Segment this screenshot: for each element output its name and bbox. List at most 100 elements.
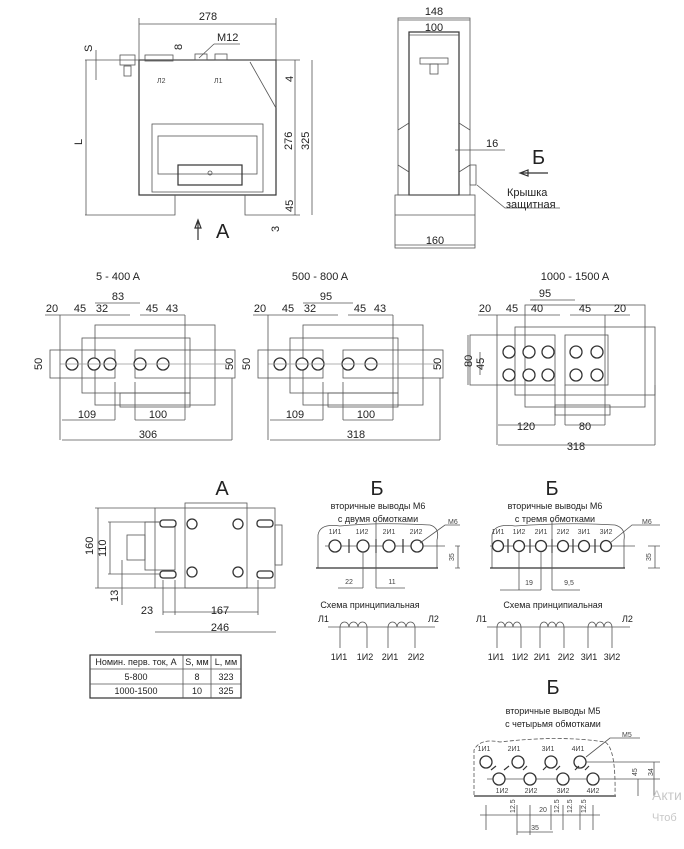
terminal-label: 1И1 bbox=[329, 529, 342, 536]
caption: с тремя обмотками bbox=[515, 514, 595, 524]
dim-35: 35 bbox=[646, 553, 653, 561]
dim-11: 11 bbox=[388, 579, 395, 586]
view-title: Б bbox=[546, 677, 559, 699]
terminal-label: 3И1 bbox=[578, 529, 591, 536]
dim: 80 bbox=[463, 355, 475, 367]
dim-23: 23 bbox=[141, 605, 153, 617]
dim: 45 bbox=[146, 303, 158, 315]
scheme-terminal: 1И2 bbox=[357, 652, 373, 662]
scheme-terminal: 1И1 bbox=[488, 652, 504, 662]
scheme-terminal: 2И2 bbox=[558, 652, 574, 662]
dim: 20 bbox=[254, 303, 266, 315]
dim-160: 160 bbox=[426, 235, 444, 247]
caption: вторичные выводы М6 bbox=[331, 501, 426, 511]
dim-4: 4 bbox=[284, 76, 296, 82]
dim: 45 bbox=[475, 358, 487, 370]
thread-label: М6 bbox=[448, 519, 458, 526]
dim-100: 100 bbox=[425, 22, 443, 34]
terminal-label: 2И1 bbox=[535, 529, 548, 536]
caption: вторичные выводы М5 bbox=[506, 706, 601, 716]
dim: 45 bbox=[579, 303, 591, 315]
dim: 109 bbox=[78, 409, 96, 421]
view-b-two-windings: Б вторичные выводы М6 с двумя обмотками … bbox=[316, 478, 460, 662]
dim-167: 167 bbox=[211, 605, 229, 617]
scheme-l2: Л2 bbox=[622, 614, 633, 624]
scheme-terminal: 1И2 bbox=[512, 652, 528, 662]
pitch-dim: 12.5 bbox=[581, 799, 588, 813]
dim-8: 8 bbox=[173, 44, 185, 50]
front-view: 278 S 8 M12 4 276 325 45 3 L Л2 Л1 A bbox=[73, 11, 313, 243]
dim: 120 bbox=[517, 421, 535, 433]
table-cell: 1000-1500 bbox=[114, 686, 157, 696]
dim-325: 325 bbox=[300, 132, 312, 150]
dim: 50 bbox=[432, 358, 444, 370]
thread-label: М5 bbox=[622, 732, 632, 739]
dim: 318 bbox=[347, 429, 365, 441]
caption: с четырьмя обмотками bbox=[505, 719, 601, 729]
dim: 306 bbox=[139, 429, 157, 441]
current-table: Номин. перв. ток, А S, мм L, мм 5-800 8 … bbox=[89, 654, 242, 699]
dim: 32 bbox=[96, 303, 108, 315]
arrow-up-icon bbox=[194, 218, 202, 240]
view-b-three-windings: Б вторичные выводы М6 с тремя обмотками … bbox=[476, 478, 660, 662]
terminal-label: 2И2 bbox=[525, 788, 538, 795]
dim: 318 bbox=[567, 441, 585, 453]
dim: 83 bbox=[112, 291, 124, 303]
scheme-title: Схема принципиальная bbox=[320, 600, 419, 610]
dim-34: 34 bbox=[648, 768, 655, 776]
dim-16: 16 bbox=[486, 138, 498, 150]
table-cell: 8 bbox=[194, 672, 199, 682]
terminal-label: 2И2 bbox=[410, 529, 423, 536]
bolt-icon bbox=[119, 54, 136, 66]
view-title: Б bbox=[545, 478, 558, 500]
dim: 20 bbox=[479, 303, 491, 315]
top-view-1000-1500: 1000 - 1500 A 95 20 45 40 45 20 80 45 12… bbox=[463, 271, 656, 453]
terminal-label: 1И2 bbox=[513, 529, 526, 536]
terminal-label: 1И2 bbox=[496, 788, 509, 795]
dim-35: 35 bbox=[449, 553, 456, 561]
dim: 45 bbox=[74, 303, 86, 315]
arrow-left-icon bbox=[518, 169, 548, 177]
dim: 109 bbox=[286, 409, 304, 421]
view-b-marker: Б bbox=[532, 147, 545, 169]
scheme-l2: Л2 bbox=[428, 614, 439, 624]
dim: 95 bbox=[320, 291, 332, 303]
view-title: 5 - 400 A bbox=[96, 271, 141, 283]
dim-148: 148 bbox=[425, 6, 443, 18]
dim-278: 278 bbox=[199, 11, 217, 23]
dim: 43 bbox=[374, 303, 386, 315]
dim-13: 13 bbox=[109, 590, 121, 602]
dim-3: 3 bbox=[270, 226, 282, 232]
terminal-label: 3И2 bbox=[557, 788, 570, 795]
cover-label-2: защитная bbox=[506, 199, 556, 211]
table-cell: 10 bbox=[192, 686, 202, 696]
dim-45: 45 bbox=[632, 768, 639, 776]
thread-m12: M12 bbox=[217, 32, 238, 44]
cover-label: Крышка bbox=[507, 187, 548, 199]
view-title: 1000 - 1500 A bbox=[541, 271, 610, 283]
view-title: Б bbox=[370, 478, 383, 500]
dim-276: 276 bbox=[283, 132, 295, 150]
dim: 80 bbox=[579, 421, 591, 433]
scheme-terminal: 3И2 bbox=[604, 652, 620, 662]
scheme-terminal: 2И2 bbox=[408, 652, 424, 662]
dim: 45 bbox=[354, 303, 366, 315]
dim-19: 19 bbox=[525, 580, 533, 587]
dim: 20 bbox=[614, 303, 626, 315]
scheme-title: Схема принципиальная bbox=[503, 600, 602, 610]
pitch-dim: 12.5 bbox=[554, 799, 561, 813]
view-title: 500 - 800 A bbox=[292, 271, 349, 283]
terminal-label: 3И1 bbox=[542, 746, 555, 753]
terminal-label: 1И1 bbox=[478, 746, 491, 753]
view-title: A bbox=[215, 478, 229, 500]
dim-35: 35 bbox=[531, 825, 539, 832]
terminal-label: 4И2 bbox=[587, 788, 600, 795]
table-cell: 5-800 bbox=[124, 672, 147, 682]
pitch-dim: 12.5 bbox=[510, 799, 517, 813]
terminal-label: 3И2 bbox=[600, 529, 613, 536]
table-header: Номин. перв. ток, А bbox=[95, 657, 176, 667]
dim: 50 bbox=[241, 358, 253, 370]
dim-45: 45 bbox=[284, 200, 296, 212]
dim-s: S bbox=[83, 45, 95, 52]
